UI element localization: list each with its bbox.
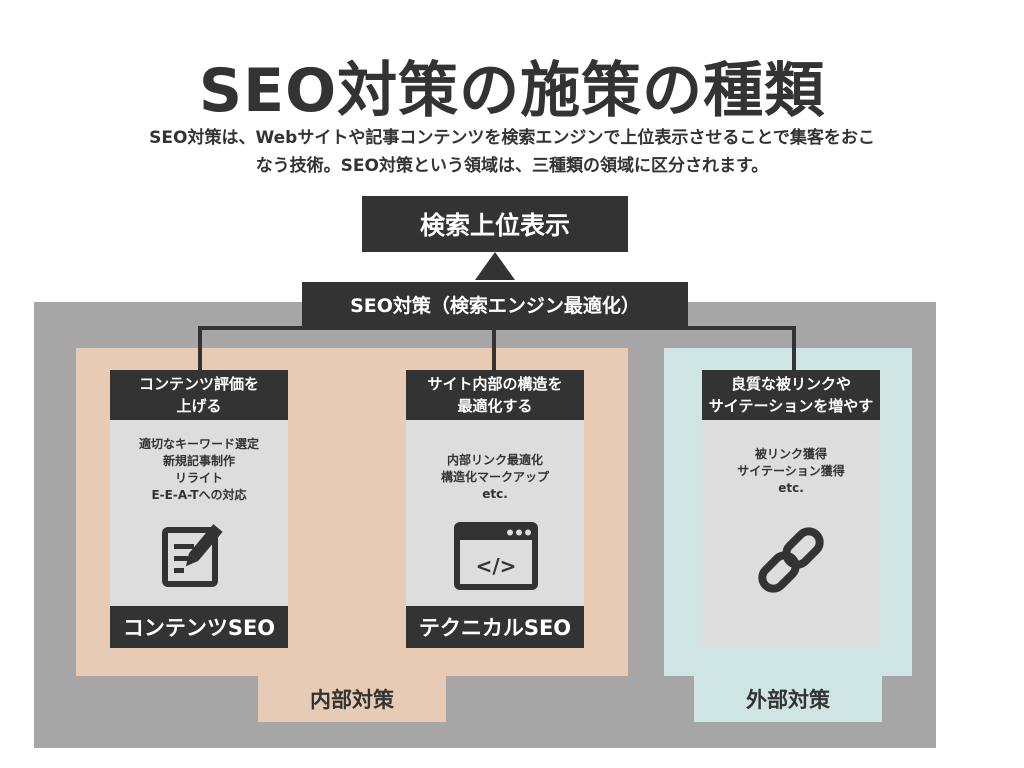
document-pen-icon [162, 524, 238, 588]
card-item: etc. [778, 481, 804, 495]
card-item: リライト [174, 471, 223, 485]
card-header-line: サイテーションを増やす [708, 397, 874, 415]
card-header-line: サイト内部の構造を [427, 375, 563, 393]
technical-seo-label: テクニカルSEO [406, 606, 584, 648]
content-seo-label: コンテンツSEO [110, 606, 288, 648]
technical-seo-items: 内部リンク最適化 構造化マークアップ etc. [406, 452, 584, 503]
card-item: E-E-A-Tへの対応 [151, 488, 247, 502]
card-header-line: 上げる [176, 397, 222, 415]
subtitle-line-1: SEO対策は、Webサイトや記事コンテンツを検索エンジンで上位表示させることで集… [149, 128, 875, 148]
connector-horizontal-line [198, 326, 796, 330]
chain-link-icon [750, 524, 832, 596]
technical-seo-header: サイト内部の構造を 最適化する [406, 370, 584, 420]
card-item: 適切なキーワード選定 [138, 437, 259, 451]
external-area-label: 外部対策 [694, 676, 882, 722]
page-title: SEO対策の施策の種類 [198, 56, 826, 126]
card-item: etc. [482, 487, 508, 501]
card-header-line: 最適化する [457, 397, 533, 415]
card-item: 新規記事制作 [162, 454, 235, 468]
connector-line-center [492, 326, 496, 370]
card-item: 被リンク獲得 [754, 447, 827, 461]
connector-line-right [792, 326, 796, 370]
svg-text:</>: </> [476, 554, 517, 578]
external-seo-items: 被リンク獲得 サイテーション獲得 etc. [702, 446, 880, 497]
subtitle-line-2: なう技術。SEO対策という領域は、三種類の領域に区分されます。 [255, 156, 769, 176]
connector-line-left [198, 326, 202, 370]
top-ranking-box: 検索上位表示 [362, 196, 628, 252]
card-item: 内部リンク最適化 [446, 453, 543, 467]
code-window-icon: </> [454, 522, 538, 590]
external-seo-header: 良質な被リンクや サイテーションを増やす [702, 370, 880, 420]
card-item: サイテーション獲得 [737, 464, 845, 478]
card-header-line: 良質な被リンクや [730, 375, 851, 393]
content-seo-header: コンテンツ評価を 上げる [110, 370, 288, 420]
up-arrow-icon [475, 252, 515, 280]
subtitle: SEO対策は、Webサイトや記事コンテンツを検索エンジンで上位表示させることで集… [62, 124, 962, 180]
card-item: 構造化マークアップ [440, 470, 549, 484]
card-header-line: コンテンツ評価を [138, 375, 259, 393]
content-seo-items: 適切なキーワード選定 新規記事制作 リライト E-E-A-Tへの対応 [110, 436, 288, 504]
seo-measures-box: SEO対策（検索エンジン最適化） [302, 282, 688, 326]
internal-area-label: 内部対策 [258, 676, 446, 722]
